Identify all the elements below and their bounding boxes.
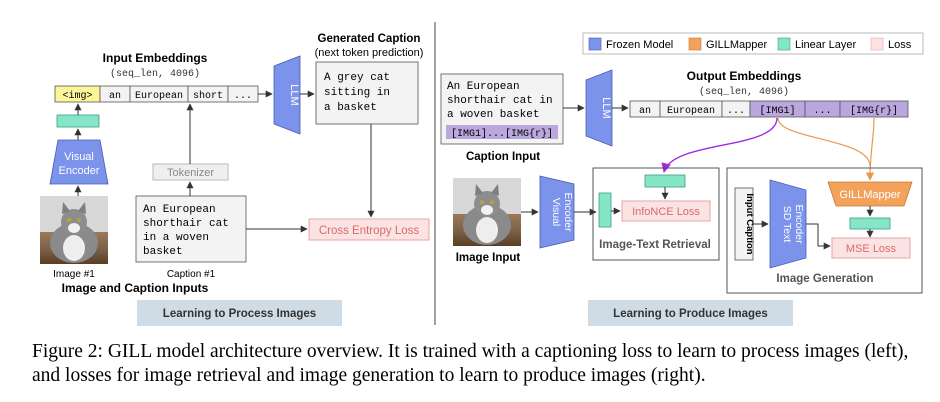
caption-input-img-tokens-label: [IMG1]...[IMG{r}] <box>451 128 553 140</box>
section-band-right <box>588 300 793 326</box>
section-band-left <box>137 300 342 326</box>
section-label-right: Learning to Produce Images <box>613 308 768 320</box>
mse-loss-label: MSE Loss <box>846 243 897 255</box>
architecture-figure: Input Embeddings (seq_len, 4096) <img> a… <box>40 22 924 326</box>
caption-1-line-1: An European <box>143 204 216 216</box>
arrow-img1-to-retrieval <box>661 117 778 173</box>
token-european-label: European <box>135 91 183 102</box>
llm-label-right: LLM <box>600 97 612 118</box>
caption-input-line-2: shorthair cat in <box>447 95 553 107</box>
output-embeddings-title: Output Embeddings <box>687 69 802 83</box>
input-token-row: <img> an European short ... <box>54 85 259 103</box>
generated-caption-box <box>315 61 419 125</box>
generated-caption-line-1: A grey cat <box>324 72 390 84</box>
cat-image-left <box>40 196 108 264</box>
legend-swatch-loss <box>870 37 884 51</box>
legend-swatch-mapper <box>688 37 702 51</box>
sd-text-encoder-line-2: Encoder <box>793 204 805 244</box>
arrow-imgtokens-to-mapper-2 <box>865 117 875 181</box>
caption-1-label: Caption #1 <box>167 269 216 280</box>
infonce-loss-box <box>621 200 711 222</box>
visual-encoder-right-line-2: Encoder <box>562 192 574 232</box>
legend-label-linear: Linear Layer <box>795 39 856 51</box>
output-token-row: an European ... [IMG1] ... [IMG{r}] <box>629 100 909 118</box>
legend: Frozen Model GILLMapper Linear Layer Los… <box>582 32 924 55</box>
cat-image-right <box>453 178 521 246</box>
caption-input-img-tokens <box>446 125 558 139</box>
caption-1-box <box>135 195 247 263</box>
output-token-img1-label: [IMG1] <box>759 105 795 117</box>
caption-1-line-4: basket <box>143 246 183 258</box>
llm-label-left: LLM <box>288 84 300 105</box>
retrieval-box <box>592 167 720 261</box>
visual-encoder-left-line-1: Visual <box>64 151 94 163</box>
infonce-loss-label: InfoNCE Loss <box>632 206 700 218</box>
output-token-imgr-label: [IMG{r}] <box>850 105 898 117</box>
sd-text-encoder-line-1: SD Text <box>781 206 793 243</box>
inputs-title: Image and Caption Inputs <box>62 281 209 295</box>
caption-1-line-3: in a woven <box>143 232 209 244</box>
legend-label-frozen: Frozen Model <box>606 39 673 51</box>
generated-caption-line-3: a basket <box>324 102 377 114</box>
linear-layer-left <box>56 114 100 128</box>
output-embeddings-dims: (seq_len, 4096) <box>699 86 789 98</box>
token-an-label: an <box>109 91 121 102</box>
linear-layer-retrieval-vertical <box>598 192 612 228</box>
generated-caption-title: Generated Caption <box>318 33 421 45</box>
input-embeddings-dims: (seq_len, 4096) <box>110 68 200 80</box>
visual-encoder-left <box>49 139 109 185</box>
llm-block-left <box>273 55 301 135</box>
gillmapper-label: GILLMapper <box>839 189 900 201</box>
llm-block-right <box>585 69 613 147</box>
token-ellipsis-label: ... <box>234 91 252 102</box>
legend-label-mapper: GILLMapper <box>706 39 767 51</box>
section-label-left: Learning to Process Images <box>163 308 316 320</box>
generated-caption-line-2: sitting in <box>324 87 390 99</box>
retrieval-title: Image-Text Retrieval <box>599 239 711 251</box>
figure-caption: Figure 2: GILL model architecture overvi… <box>32 341 909 386</box>
caption-input-label: Caption Input <box>466 151 540 163</box>
legend-swatch-frozen <box>588 37 602 51</box>
legend-swatch-linear <box>777 37 791 51</box>
linear-layer-generation <box>849 217 891 230</box>
cross-entropy-loss-box <box>308 218 430 241</box>
output-token-an-label: an <box>639 106 651 117</box>
token-short-label: short <box>193 90 223 102</box>
arrow-sd-to-mse <box>806 223 831 250</box>
output-token-european-label: European <box>667 106 715 117</box>
generation-box <box>726 167 923 294</box>
arrow-imgtokens-to-mapper-1 <box>777 117 871 167</box>
output-token-ellipsis-1-label: ... <box>727 106 745 117</box>
img-token-label: <img> <box>62 90 92 102</box>
input-caption-label: Input Caption <box>744 193 755 254</box>
output-token-imgr <box>839 100 909 118</box>
legend-label-loss: Loss <box>888 39 912 51</box>
visual-encoder-right <box>539 175 575 249</box>
tokenizer-label: Tokenizer <box>167 167 214 179</box>
caption-input-line-3: a woven basket <box>447 109 539 121</box>
input-embeddings-title: Input Embeddings <box>103 51 208 65</box>
visual-encoder-left-line-2: Encoder <box>59 165 100 177</box>
cross-entropy-loss-label: Cross Entropy Loss <box>319 225 420 237</box>
generation-title: Image Generation <box>776 273 873 285</box>
generated-caption-subtitle: (next token prediction) <box>315 47 424 59</box>
sd-text-encoder <box>769 179 807 269</box>
caption-input-line-1: An European <box>447 81 520 93</box>
linear-layer-retrieval-horizontal <box>644 174 686 188</box>
visual-encoder-right-line-1: Visual <box>550 198 562 226</box>
gillmapper-block <box>827 181 913 207</box>
image-input-label: Image Input <box>456 252 521 264</box>
caption-1-line-2: shorthair cat <box>143 218 229 230</box>
legend-frame <box>582 32 924 55</box>
output-token-ellipsis-2-label: ... <box>813 106 831 117</box>
mse-loss-box <box>831 237 911 259</box>
image-1-label: Image #1 <box>53 269 95 280</box>
